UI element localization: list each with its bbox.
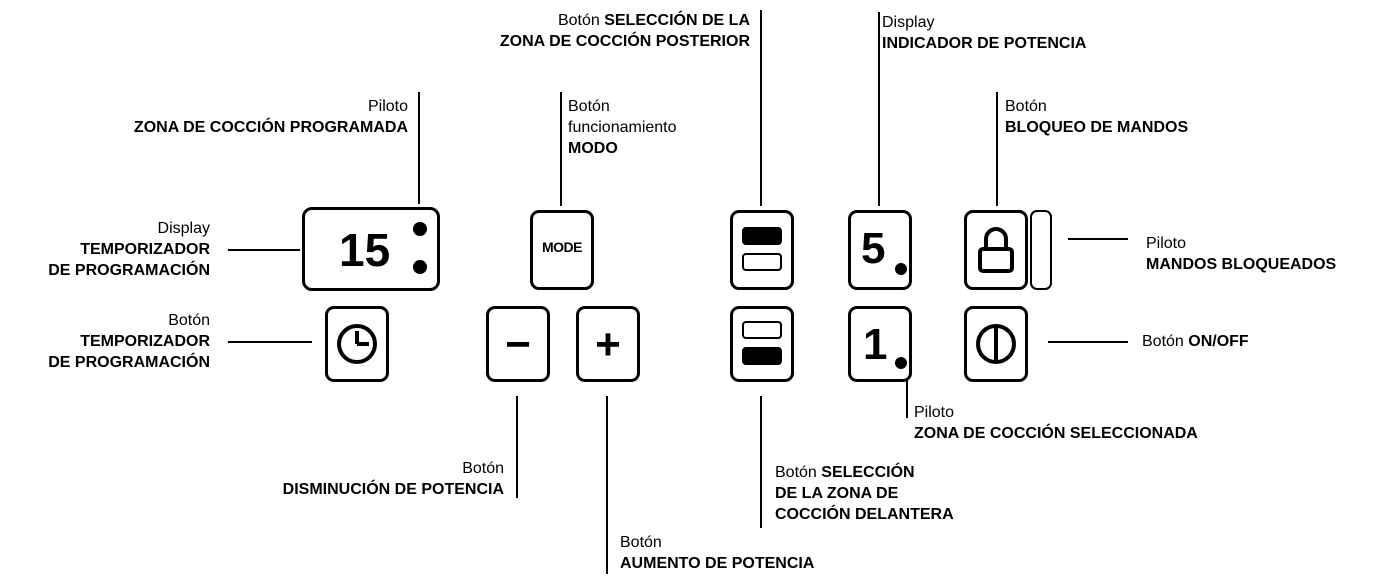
timer-display: 15 [302, 207, 440, 291]
leader-power-display [878, 12, 880, 206]
leader-programmed-zone-light [418, 92, 420, 204]
clock-icon [337, 324, 377, 364]
leader-onoff-button [1048, 341, 1128, 343]
timer-button[interactable] [325, 306, 389, 382]
front-zone-bar-inactive [742, 321, 782, 339]
rear-zone-selected-light [895, 263, 907, 275]
front-zone-selected-light [895, 357, 907, 369]
programmed-zone-light-bottom [413, 260, 427, 274]
leader-mode-button [560, 92, 562, 206]
front-zone-select-button[interactable] [730, 306, 794, 382]
leader-increase-button [606, 396, 608, 574]
decrease-power-button[interactable]: − [486, 306, 550, 382]
power-display-front: 1 [848, 306, 912, 382]
label-timer-display: Display TEMPORIZADOR DE PROGRAMACIÓN [48, 220, 210, 279]
leader-timer-button [228, 341, 312, 343]
label-locked-light: Piloto MANDOS BLOQUEADOS [1146, 235, 1337, 273]
power-display-front-value: 1 [863, 320, 888, 369]
rear-zone-bar-active [742, 227, 782, 245]
locked-indicator-light [1030, 210, 1052, 290]
leader-locked-light [1068, 238, 1128, 240]
mode-button-label: MODE [542, 239, 583, 255]
label-lock-button: Botón BLOQUEO DE MANDOS [1005, 98, 1189, 136]
leader-timer-display [228, 249, 300, 251]
power-display-rear: 5 [848, 210, 912, 290]
rear-zone-select-button[interactable] [730, 210, 794, 290]
leader-front-zone-button [760, 396, 762, 528]
minus-icon: − [505, 320, 531, 369]
leader-lock-button [996, 92, 998, 206]
label-increase-button: Botón AUMENTO DE POTENCIA [620, 534, 815, 572]
onoff-button[interactable] [964, 306, 1028, 382]
front-zone-bar-active [742, 347, 782, 365]
rear-zone-bar-inactive [742, 253, 782, 271]
label-timer-button: Botón TEMPORIZADOR DE PROGRAMACIÓN [48, 312, 210, 371]
mode-button[interactable]: MODE [530, 210, 594, 290]
label-power-display: Display INDICADOR DE POTENCIA [882, 14, 1087, 52]
lock-button[interactable] [964, 210, 1028, 290]
label-front-zone-button: Botón SELECCIÓN DE LA ZONA DE COCCIÓN DE… [775, 464, 954, 523]
label-mode-button: Botón funcionamiento MODO [568, 98, 677, 157]
power-display-rear-value: 5 [861, 224, 886, 273]
label-onoff-button: Botón ON/OFF [1142, 333, 1249, 350]
power-icon [976, 324, 1016, 364]
plus-icon: + [595, 320, 621, 369]
leader-decrease-button [516, 396, 518, 498]
programmed-zone-light-top [413, 222, 427, 236]
timer-display-value: 15 [339, 224, 391, 276]
label-programmed-zone-light: Piloto ZONA DE COCCIÓN PROGRAMADA [133, 98, 408, 136]
label-rear-zone-button: Botón SELECCIÓN DE LA ZONA DE COCCIÓN PO… [499, 12, 750, 50]
leader-selected-zone-light [906, 370, 908, 418]
leader-rear-zone-button [760, 10, 762, 206]
label-decrease-button: Botón DISMINUCIÓN DE POTENCIA [282, 460, 504, 498]
increase-power-button[interactable]: + [576, 306, 640, 382]
label-selected-zone-light: Piloto ZONA DE COCCIÓN SELECCIONADA [914, 404, 1198, 442]
lock-icon [978, 227, 1014, 273]
